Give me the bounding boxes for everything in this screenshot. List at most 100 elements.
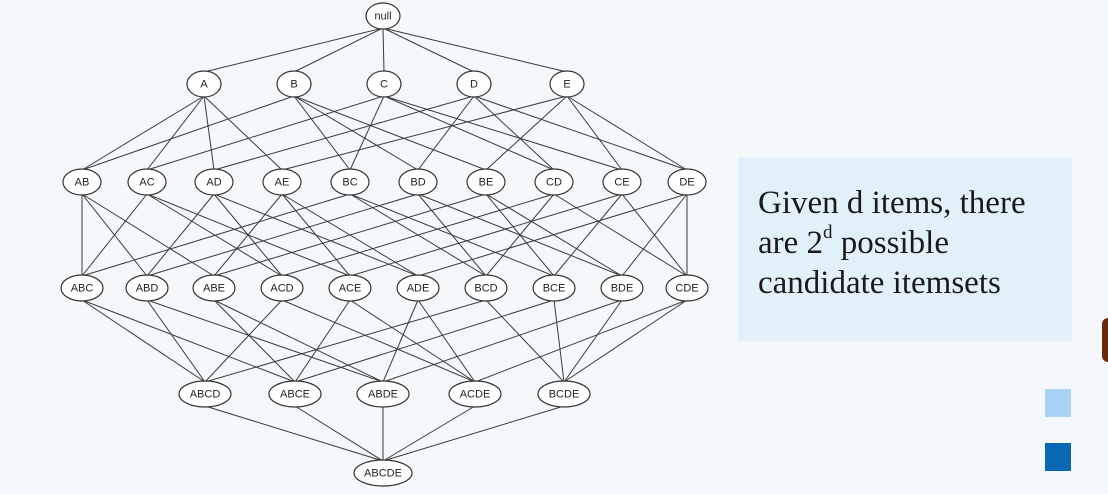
node-label: BD	[410, 177, 425, 189]
edge-ACE-ABCE	[294, 299, 351, 383]
itemset-node-abd: ABD	[125, 274, 169, 302]
edge-ACD-ACDE	[281, 299, 476, 383]
node-ellipse	[549, 70, 585, 98]
itemset-node-bde: BDE	[600, 274, 644, 302]
node-label: ACDE	[460, 389, 491, 401]
node-label: ABCD	[190, 389, 221, 401]
callout-exponent: d	[823, 222, 833, 243]
node-label: CD	[546, 177, 562, 189]
node-ellipse	[178, 380, 232, 408]
itemset-node-c: C	[366, 70, 402, 98]
node-label: C	[380, 79, 388, 91]
node-ellipse	[366, 70, 402, 98]
edge-C-AC	[146, 95, 385, 171]
edge-E-DE	[566, 95, 688, 171]
itemset-node-e: E	[549, 70, 585, 98]
node-ellipse	[448, 380, 502, 408]
node-label: AC	[139, 177, 154, 189]
node-label: AD	[206, 177, 221, 189]
node-label: ABE	[203, 283, 225, 295]
edge-BCD-BCDE	[485, 299, 565, 383]
node-label: BE	[479, 177, 494, 189]
itemset-node-ab: AB	[62, 168, 102, 196]
node-label: ABD	[136, 283, 159, 295]
node-label: D	[470, 79, 478, 91]
edge-BDE-ABDE	[382, 299, 623, 383]
node-ellipse	[328, 274, 372, 302]
edge-DE-ADE	[417, 193, 688, 277]
edge-CE-ACE	[349, 193, 623, 277]
node-label: ACD	[270, 283, 293, 295]
edge-ADE-ACDE	[417, 299, 476, 383]
node-ellipse	[330, 168, 370, 196]
node-ellipse	[353, 459, 413, 487]
node-ellipse	[276, 70, 312, 98]
node-ellipse	[262, 168, 302, 196]
edge-BD-BCD	[417, 193, 487, 277]
node-label: ABDE	[368, 389, 398, 401]
node-ellipse	[537, 380, 591, 408]
itemset-node-abe: ABE	[192, 274, 236, 302]
edge-ABC-ABCD	[81, 299, 206, 383]
edge-CDE-ACDE	[474, 299, 688, 383]
itemset-node-abde: ABDE	[356, 380, 410, 408]
edge-A-AB	[81, 95, 205, 171]
edge-BCD-ABCD	[204, 299, 487, 383]
edge-AE-ABE	[213, 193, 283, 277]
edge-CD-CDE	[553, 193, 688, 277]
edge-CD-ACD	[281, 193, 555, 277]
edge-ABD-ABCD	[146, 299, 206, 383]
edge-ABE-ABDE	[213, 299, 384, 383]
node-ellipse	[60, 274, 104, 302]
edge-E-BE	[485, 95, 568, 171]
node-ellipse	[192, 274, 236, 302]
node-ellipse	[602, 168, 642, 196]
itemset-node-de: DE	[667, 168, 707, 196]
node-ellipse	[62, 168, 102, 196]
edge-B-AB	[81, 95, 295, 171]
callout-line-3: candidate itemsets	[758, 265, 1001, 301]
dark-blue-square	[1045, 443, 1071, 471]
node-label: DE	[679, 177, 694, 189]
node-ellipse	[260, 274, 304, 302]
itemset-node-d: D	[456, 70, 492, 98]
edge-B-BC	[293, 95, 351, 171]
callout-line-2-start: are 2	[758, 225, 824, 261]
itemset-node-ad: AD	[194, 168, 234, 196]
edge-CDE-BCDE	[563, 299, 688, 383]
edge-null-C	[382, 27, 385, 73]
edge-BCE-BCDE	[553, 299, 565, 383]
edge-CE-BCE	[553, 193, 623, 277]
node-label: ABC	[71, 283, 94, 295]
edge-ACE-ACDE	[349, 299, 476, 383]
itemset-node-bc: BC	[330, 168, 370, 196]
itemset-node-b: B	[276, 70, 312, 98]
edge-BDE-BCDE	[563, 299, 623, 383]
itemset-node-abc: ABC	[60, 274, 104, 302]
node-label: E	[563, 79, 570, 91]
itemset-node-abce: ABCE	[268, 380, 322, 408]
itemset-node-bce: BCE	[532, 274, 576, 302]
node-ellipse	[365, 2, 401, 30]
itemset-node-ac: AC	[127, 168, 167, 196]
edge-B-BD	[293, 95, 419, 171]
node-ellipse	[186, 70, 222, 98]
itemset-node-cde: CDE	[665, 274, 709, 302]
edge-A-AC	[146, 95, 205, 171]
edge-BCE-ABCE	[294, 299, 555, 383]
node-ellipse	[194, 168, 234, 196]
edge-AE-ACE	[281, 193, 351, 277]
itemset-node-be: BE	[466, 168, 506, 196]
node-ellipse	[396, 274, 440, 302]
edge-ABCE-ABCDE	[294, 405, 384, 462]
node-ellipse	[456, 70, 492, 98]
node-ellipse	[665, 274, 709, 302]
node-label: ABCDE	[364, 468, 402, 480]
node-label: BCE	[543, 283, 566, 295]
callout-line-2: are 2d possible	[758, 223, 1072, 263]
edge-ABCD-ABCDE	[204, 405, 384, 462]
edge-B-BE	[293, 95, 487, 171]
edge-null-A	[203, 27, 384, 73]
itemset-node-ade: ADE	[396, 274, 440, 302]
